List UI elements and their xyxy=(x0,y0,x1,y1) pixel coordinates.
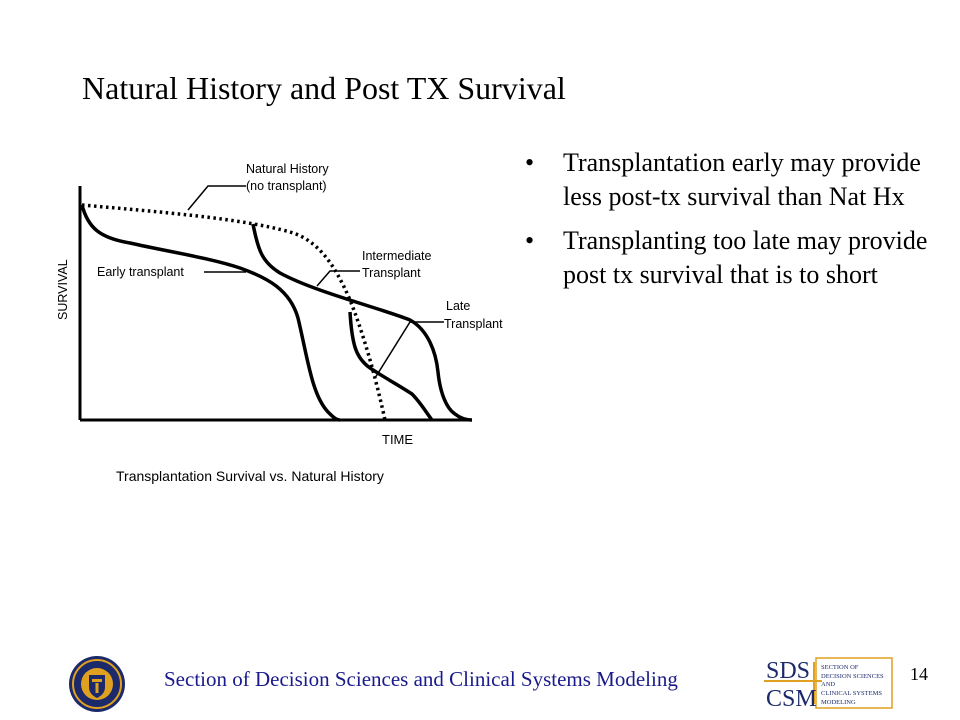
natural-history-callout xyxy=(187,185,246,211)
late-transplant-curve xyxy=(348,311,434,422)
early-transplant-label: Early transplant xyxy=(97,265,184,279)
intermediate-label-line1: Intermediate xyxy=(362,249,432,263)
bullet-item-1: • Transplantation early may provide less… xyxy=(525,146,945,214)
sds-logo-text: SDS xyxy=(766,658,810,684)
slide-title: Natural History and Post TX Survival xyxy=(82,70,566,106)
bullet-text: Transplanting too late may provide post … xyxy=(563,226,928,289)
natural-history-label-line2: (no transplant) xyxy=(246,179,327,193)
intermediate-label-line2: Transplant xyxy=(362,266,421,280)
late-label-line2: Transplant xyxy=(444,317,503,331)
late-label-line1: Late xyxy=(446,299,470,313)
early-transplant-curve xyxy=(80,204,341,422)
page-number: 14 xyxy=(910,664,928,684)
bullet-marker: • xyxy=(525,226,535,255)
intermediate-callout xyxy=(316,270,360,287)
university-seal-logo xyxy=(69,656,125,712)
logo-side-line-1: SECTION OF xyxy=(821,664,859,671)
natural-history-label-line1: Natural History xyxy=(246,162,329,176)
footer-text: Section of Decision Sciences and Clinica… xyxy=(164,667,678,691)
y-axis-label: SURVIVAL xyxy=(56,259,70,320)
logo-side-line-2: DECISION SCIENCES xyxy=(821,673,884,680)
logo-side-line-5: MODELING xyxy=(821,699,856,706)
csm-logo-text: CSM xyxy=(766,686,817,710)
natural-history-curve xyxy=(81,203,387,421)
x-axis-label: TIME xyxy=(382,432,413,447)
logo-side-line-4: CLINICAL SYSTEMS xyxy=(821,690,882,697)
sds-csm-logo: SDS CSM SECTION OF DECISION SCIENCES AND… xyxy=(764,657,893,710)
diagram-caption: Transplantation Survival vs. Natural His… xyxy=(116,468,384,484)
intermediate-transplant-curve xyxy=(251,223,473,422)
late-callout xyxy=(374,321,444,379)
bullet-list: • Transplantation early may provide less… xyxy=(525,146,945,302)
bullet-item-2: • Transplanting too late may provide pos… xyxy=(525,224,945,292)
bullet-text: Transplantation early may provide less p… xyxy=(563,148,921,211)
bullet-marker: • xyxy=(525,148,535,177)
logo-side-line-3: AND xyxy=(821,681,835,688)
